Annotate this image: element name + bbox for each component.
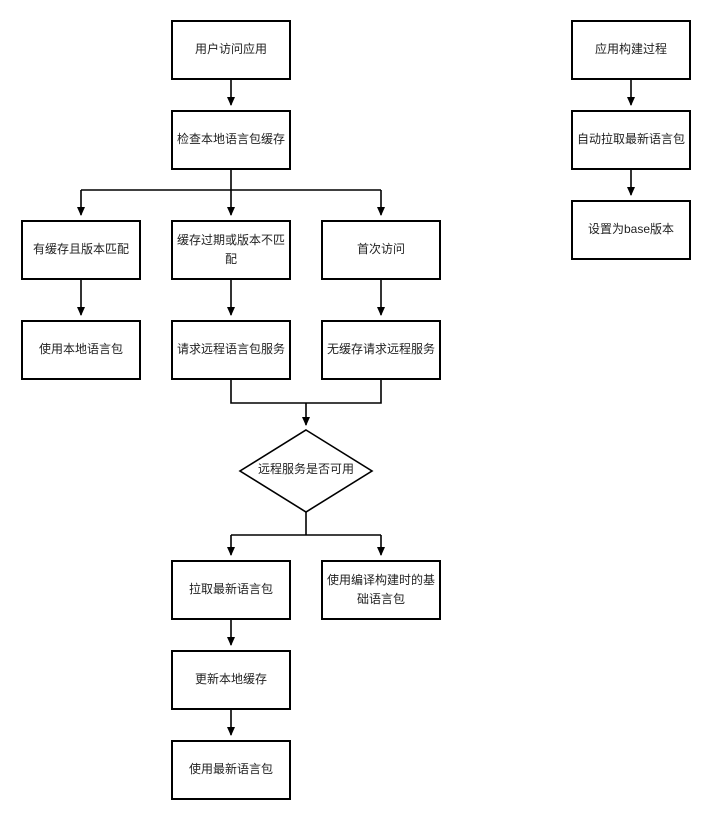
node-use-build-base: 使用编译构建时的基础语言包 (321, 560, 441, 620)
node-set-base-version: 设置为base版本 (571, 200, 691, 260)
node-use-latest: 使用最新语言包 (171, 740, 291, 800)
node-remote-available-label: 远程服务是否可用 (257, 462, 354, 476)
node-check-cache: 检查本地语言包缓存 (171, 110, 291, 170)
node-request-remote: 请求远程语言包服务 (171, 320, 291, 380)
node-user-visit: 用户访问应用 (171, 20, 291, 80)
node-use-local: 使用本地语言包 (21, 320, 141, 380)
node-update-cache: 更新本地缓存 (171, 650, 291, 710)
node-auto-pull-latest: 自动拉取最新语言包 (571, 110, 691, 170)
node-no-cache-remote: 无缓存请求远程服务 (321, 320, 441, 380)
connector-merge-remote (230, 380, 382, 404)
node-build-process: 应用构建过程 (571, 20, 691, 80)
node-cache-match: 有缓存且版本匹配 (21, 220, 141, 280)
node-pull-latest: 拉取最新语言包 (171, 560, 291, 620)
node-first-visit: 首次访问 (321, 220, 441, 280)
node-cache-expired: 缓存过期或版本不匹配 (171, 220, 291, 280)
